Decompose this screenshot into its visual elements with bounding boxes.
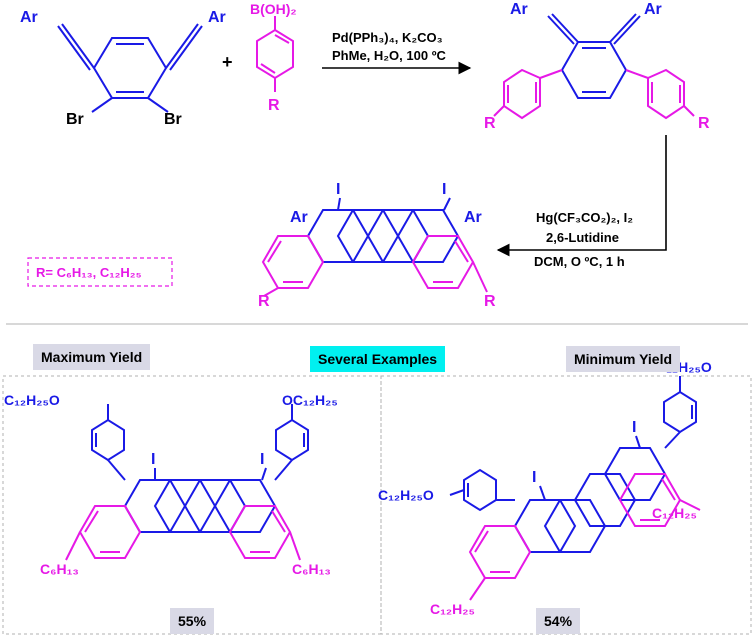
reagents-text: Hg(CF₃CO₂)₂, I₂ — [536, 210, 633, 225]
dodecyl-label: C₁₂H₂₅ — [652, 505, 697, 521]
boronic-acid-label: B(OH)₂ — [250, 1, 297, 17]
plus-sign: + — [222, 52, 233, 72]
i-label: I — [151, 451, 155, 468]
br-label: Br — [164, 111, 182, 128]
r-groups-box — [27, 257, 173, 287]
min-yield-value: 54% — [536, 608, 581, 634]
conditions-text: PhMe, H₂O, 100 ºC — [332, 48, 446, 63]
ar-label: Ar — [464, 209, 482, 226]
r-groups-text: R= C₆H₁₃, C₁₂H₂₅ — [36, 265, 142, 280]
ar-label: Ar — [510, 1, 528, 18]
min-yield-molecule — [449, 376, 701, 601]
max-yield-value: 55% — [170, 608, 215, 634]
r-label: R — [484, 293, 496, 310]
alkoxy-label: OC₁₂H₂₅ — [282, 392, 338, 408]
alkoxy-label: C₁₂H₂₅O — [4, 392, 60, 408]
r-label: R — [698, 115, 710, 132]
r-label: R — [258, 293, 270, 310]
dodecyl-label: C₁₂H₂₅ — [430, 601, 475, 617]
i-label: I — [632, 419, 636, 436]
several-examples-label: Several Examples — [310, 346, 446, 372]
alkoxy-label: C₁₂H₂₅O — [378, 487, 434, 503]
i-label: I — [336, 181, 340, 198]
aryl-boronic-acid-molecule — [256, 16, 294, 92]
i-label: I — [442, 181, 446, 198]
ar-label: Ar — [20, 9, 38, 26]
max-yield-molecule — [65, 404, 309, 561]
br-label: Br — [66, 111, 84, 128]
example-panel-left — [2, 375, 382, 635]
ar-label: Ar — [290, 209, 308, 226]
i-label: I — [260, 451, 264, 468]
min-yield-label: Minimum Yield — [566, 346, 681, 372]
dibromo-dialkyne-molecule — [57, 23, 203, 113]
hexyl-label: C₆H₁₃ — [292, 561, 331, 577]
reagents-text: 2,6-Lutidine — [546, 230, 619, 245]
i-label: I — [532, 469, 536, 486]
reagents-text: Pd(PPh₃)₄, K₂CO₃ — [332, 30, 443, 45]
conditions-text: DCM, O ºC, 1 h — [534, 254, 625, 269]
example-panel-right — [380, 375, 752, 635]
max-yield-label: Maximum Yield — [33, 344, 151, 370]
diaryl-dialkyne-molecule — [493, 13, 695, 120]
r-label: R — [484, 115, 496, 132]
hexyl-label: C₆H₁₃ — [40, 561, 79, 577]
diiodo-product-molecule — [261, 197, 488, 297]
ar-label: Ar — [644, 1, 662, 18]
r-label: R — [268, 97, 280, 114]
ar-label: Ar — [208, 9, 226, 26]
reaction-arrow-2 — [496, 135, 667, 257]
